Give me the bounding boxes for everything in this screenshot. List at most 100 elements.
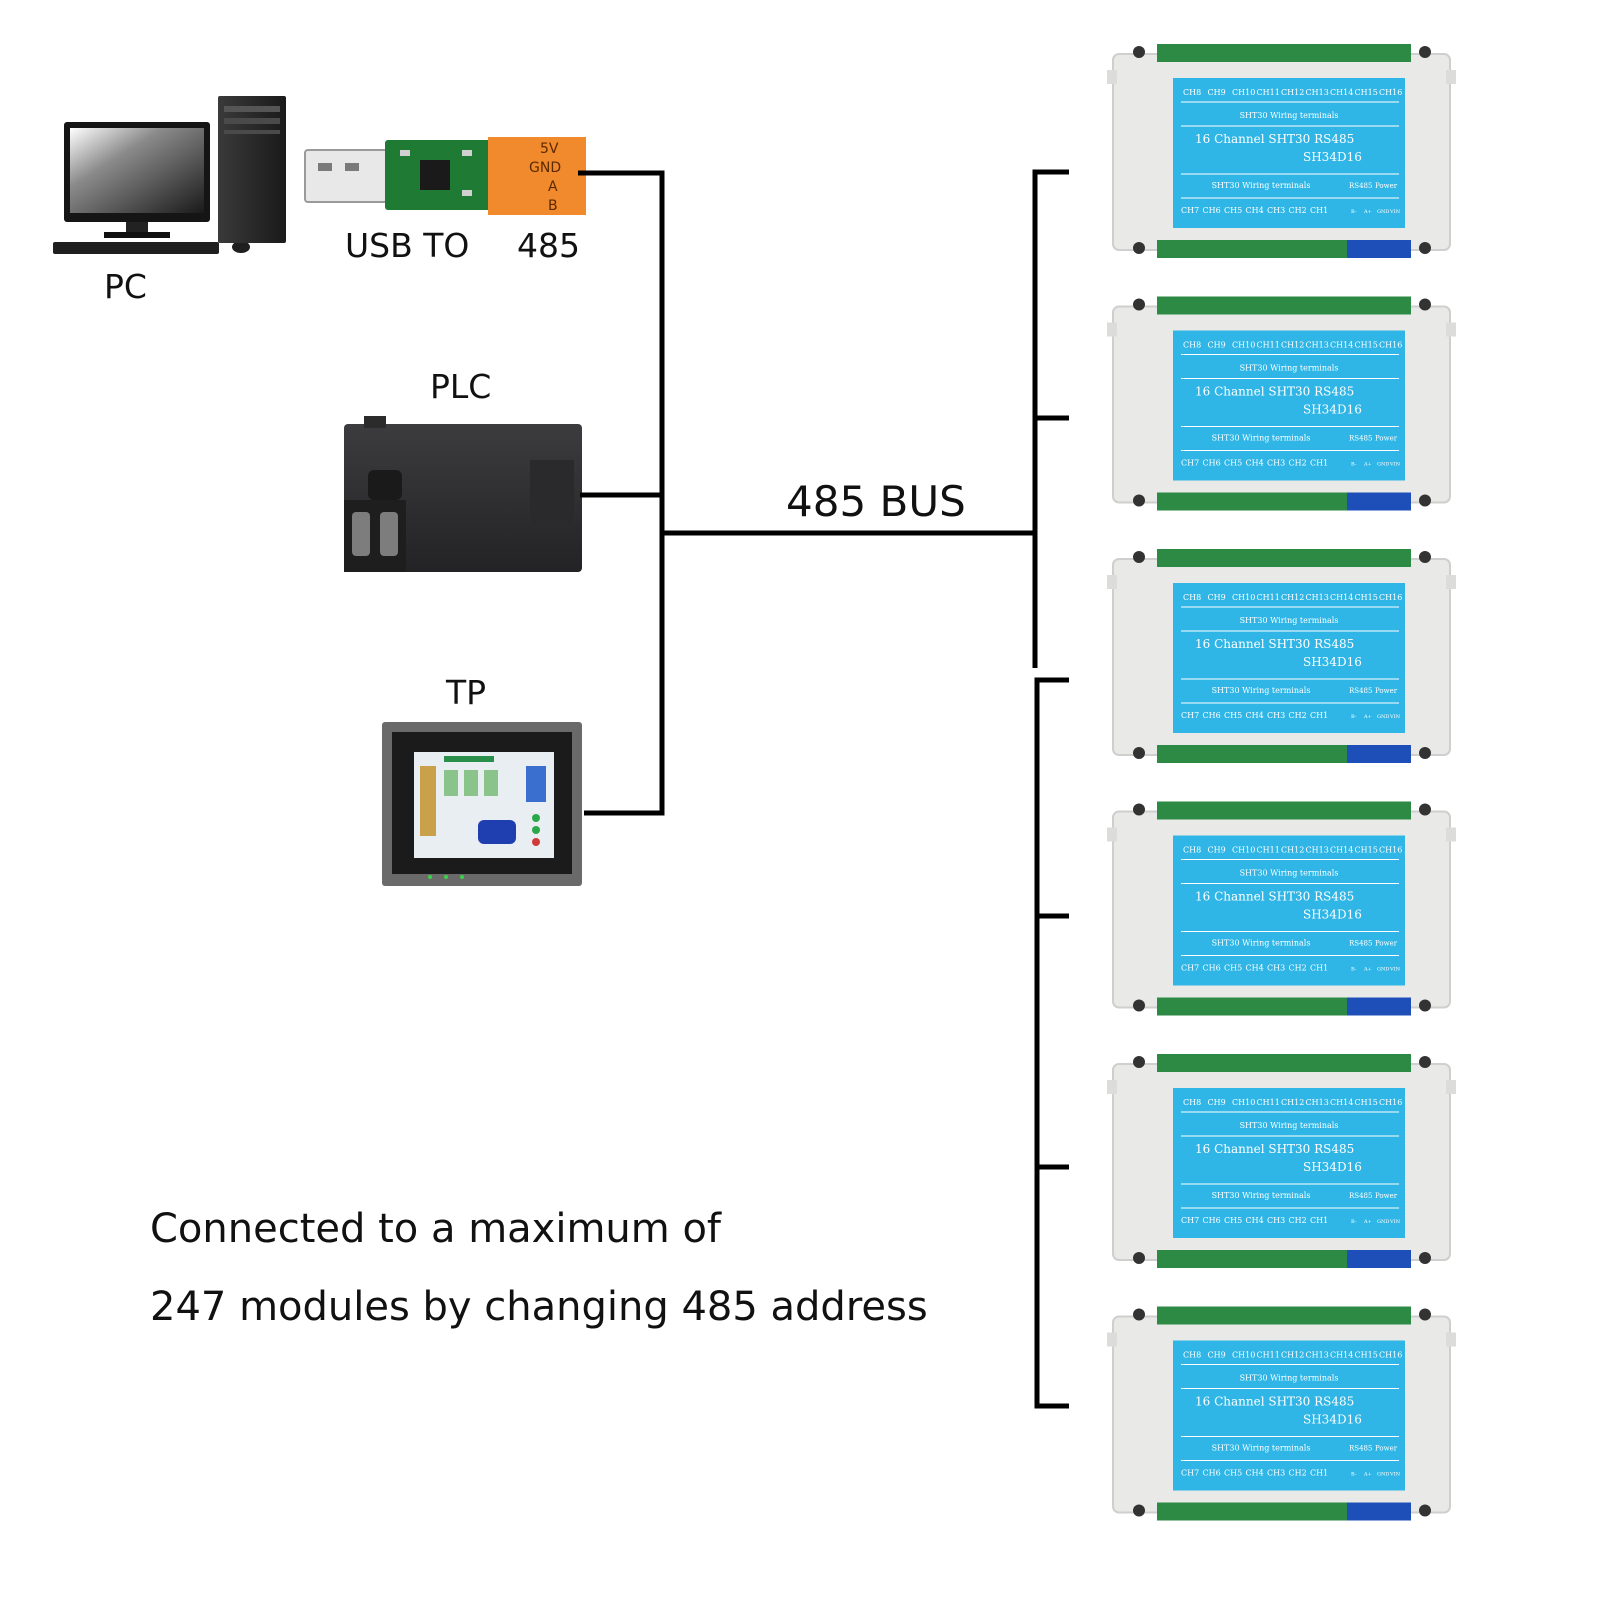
- module-title: 16 Channel SHT30 RS485: [1195, 1395, 1354, 1409]
- module-model: SH34D16: [1303, 1160, 1362, 1174]
- channel-label: CH8: [1183, 846, 1201, 855]
- terminal-label: VIN: [1389, 967, 1401, 973]
- channel-label: CH4: [1246, 1216, 1264, 1225]
- mount-hole: [1419, 1308, 1431, 1321]
- top-caption: SHT30 Wiring terminals: [1240, 869, 1339, 878]
- channel-label: CH12: [1281, 846, 1304, 855]
- top-caption: SHT30 Wiring terminals: [1240, 616, 1339, 625]
- usb-to-label: USB TO: [345, 226, 469, 265]
- mouse: [232, 241, 250, 253]
- monitor-stand: [126, 222, 148, 234]
- channel-label: CH1: [1310, 459, 1328, 468]
- module-model: SH34D16: [1303, 150, 1362, 164]
- terminal-label: B-: [1351, 209, 1357, 215]
- tp-tank: [444, 770, 458, 796]
- channel-label: CH12: [1281, 1351, 1304, 1360]
- terminal-label: GND: [1377, 1472, 1389, 1478]
- channel-label: CH8: [1183, 88, 1201, 97]
- right-bus-lower: [1034, 677, 1069, 1409]
- channel-label: CH7: [1181, 711, 1199, 720]
- channel-label: CH1: [1310, 1469, 1328, 1478]
- channel-label: CH9: [1208, 1351, 1226, 1360]
- mount-hole: [1133, 1056, 1145, 1068]
- channel-label: CH1: [1310, 711, 1328, 720]
- channel-label: CH5: [1224, 1469, 1242, 1478]
- bus-label: 485 BUS: [786, 477, 966, 526]
- terminal-label: B-: [1351, 462, 1357, 468]
- pc-label: PC: [104, 267, 147, 306]
- converter-chip: [420, 160, 450, 190]
- module-panel: [1173, 330, 1405, 481]
- channel-label: CH6: [1203, 711, 1221, 720]
- drive-bay: [224, 118, 280, 124]
- channel-label: CH7: [1181, 964, 1199, 973]
- plc-tab: [364, 416, 386, 428]
- module-clip: [1107, 827, 1117, 842]
- channel-label: CH6: [1203, 459, 1221, 468]
- monitor-base: [104, 232, 170, 238]
- channel-label: CH1: [1310, 206, 1328, 215]
- terminal-label: B-: [1351, 967, 1357, 973]
- channel-label: CH16: [1379, 88, 1402, 97]
- mount-hole: [1419, 494, 1431, 507]
- note-line-1: Connected to a maximum of: [150, 1206, 722, 1252]
- terminal-label: VIN: [1389, 714, 1401, 720]
- power-terminal: [1347, 1502, 1411, 1521]
- mount-hole: [1133, 242, 1145, 254]
- pin-label: B: [548, 198, 558, 214]
- channel-label: CH13: [1306, 1351, 1329, 1360]
- channel-label: CH16: [1379, 341, 1402, 350]
- rs485-label: RS485: [1349, 940, 1372, 948]
- channel-label: CH9: [1208, 88, 1226, 97]
- tp-pump: [478, 820, 516, 844]
- tp-gauge: [526, 766, 546, 802]
- channel-label: CH13: [1306, 341, 1329, 350]
- terminal-label: A+: [1363, 714, 1372, 720]
- channel-label: CH4: [1246, 206, 1264, 215]
- channel-label: CH15: [1355, 1351, 1378, 1360]
- plc-label: PLC: [430, 367, 491, 406]
- module-title: 16 Channel SHT30 RS485: [1195, 890, 1354, 904]
- module-clip: [1446, 575, 1456, 589]
- serial-port: [380, 512, 398, 556]
- channel-label: CH8: [1183, 1351, 1201, 1360]
- mount-hole: [1133, 298, 1145, 311]
- right-bus-upper: [1032, 169, 1069, 668]
- channel-label: CH8: [1183, 341, 1201, 350]
- module-clip: [1107, 322, 1117, 337]
- module-clip: [1446, 1080, 1456, 1094]
- module-clip: [1107, 1332, 1117, 1347]
- serial-port: [352, 512, 370, 556]
- module-clip: [1107, 1080, 1117, 1094]
- channel-label: CH10: [1232, 341, 1255, 350]
- power-label: Power: [1375, 1192, 1398, 1200]
- channel-label: CH14: [1330, 593, 1353, 602]
- channel-label: CH1: [1310, 964, 1328, 973]
- channel-label: CH9: [1208, 341, 1226, 350]
- bus-wiring: [578, 169, 1069, 1409]
- bottom-caption: SHT30 Wiring terminals: [1212, 1191, 1311, 1200]
- pin-label: GND: [529, 160, 561, 176]
- channel-label: CH3: [1267, 1469, 1285, 1478]
- channel-label: CH7: [1181, 1216, 1199, 1225]
- channel-label: CH4: [1246, 711, 1264, 720]
- channel-label: CH10: [1232, 88, 1255, 97]
- terminal-label: A+: [1363, 1219, 1372, 1225]
- channel-label: CH3: [1267, 711, 1285, 720]
- channel-label: CH4: [1246, 964, 1264, 973]
- module-model: SH34D16: [1303, 403, 1362, 417]
- terminal-label: VIN: [1389, 1472, 1401, 1478]
- tp-led: [428, 875, 432, 879]
- channel-label: CH9: [1208, 593, 1226, 602]
- plc-cover: [530, 460, 574, 524]
- tp-tank: [464, 770, 478, 796]
- channel-label: CH11: [1257, 88, 1280, 97]
- bottom-caption: SHT30 Wiring terminals: [1212, 434, 1311, 443]
- channel-label: CH3: [1267, 459, 1285, 468]
